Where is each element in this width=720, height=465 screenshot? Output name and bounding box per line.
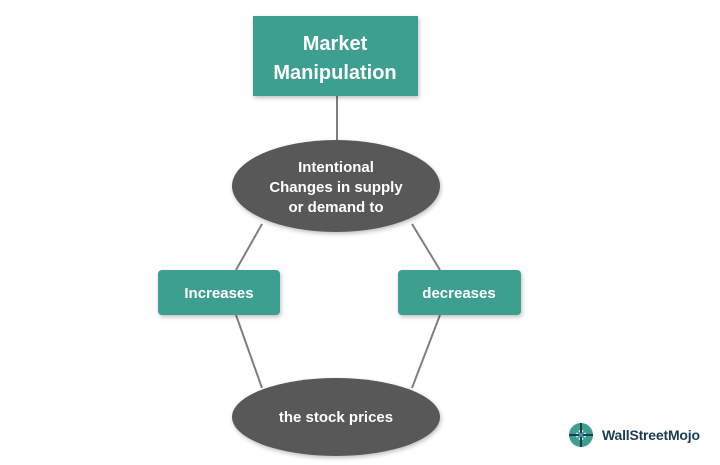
decreases-box: decreases	[398, 270, 521, 315]
connector-oval-to-increases	[235, 223, 263, 271]
title-line-1: Market	[303, 33, 368, 55]
center-oval: Intentional Changes in supply or demand …	[232, 140, 440, 232]
bottom-label: the stock prices	[279, 409, 393, 426]
connector-oval-to-decreases	[411, 223, 441, 271]
connector-increases-to-bottom	[235, 314, 263, 389]
connector-decreases-to-bottom	[411, 314, 441, 389]
wallstreetmojo-logo: WallStreetMojo	[566, 420, 700, 450]
title-box: Market Manipulation	[253, 16, 418, 96]
decreases-label: decreases	[422, 285, 495, 302]
center-line-3: or demand to	[288, 199, 383, 216]
bottom-oval: the stock prices	[232, 378, 440, 456]
center-line-2: Changes in supply	[269, 179, 403, 196]
center-line-1: Intentional	[298, 159, 374, 176]
increases-label: Increases	[184, 285, 253, 302]
wallstreetmojo-logo-icon	[569, 423, 593, 447]
increases-box: Increases	[158, 270, 280, 315]
logo-text: WallStreetMojo	[602, 427, 700, 443]
title-line-2: Manipulation	[273, 62, 396, 84]
